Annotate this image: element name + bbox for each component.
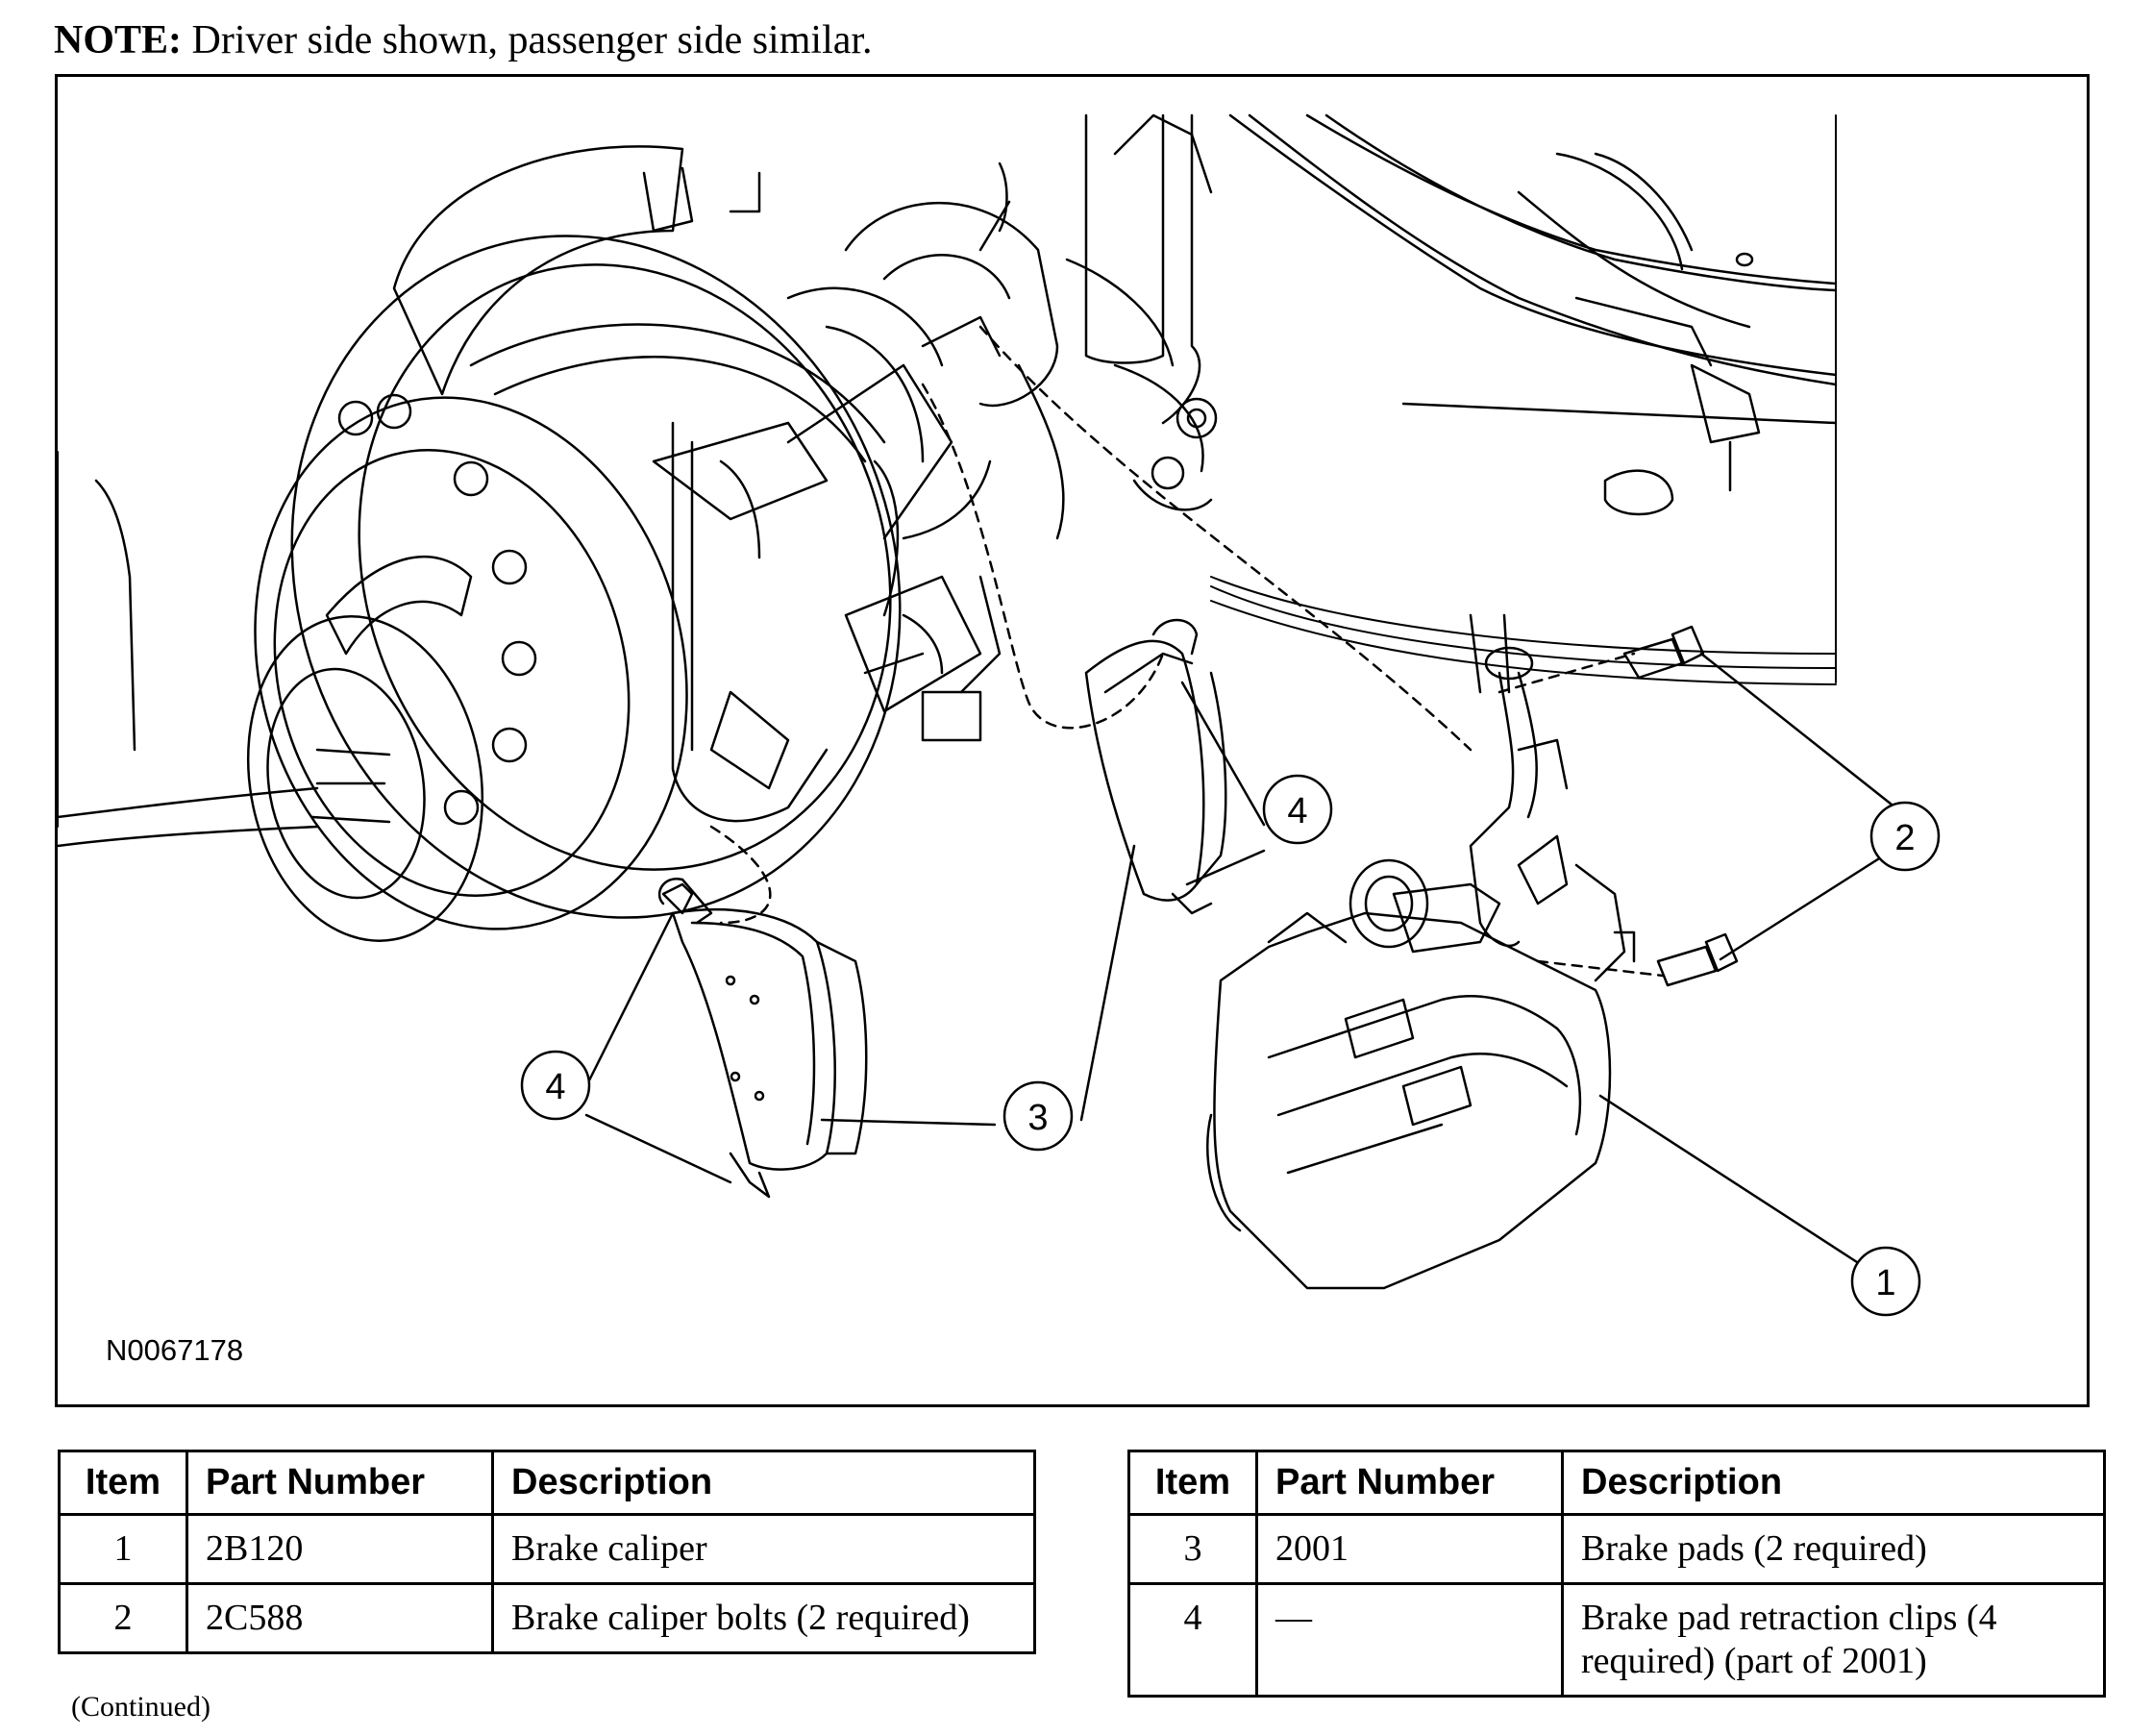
part-number-cell: 2C588 <box>186 1582 494 1654</box>
figure-id: N0067178 <box>106 1333 244 1367</box>
parts-table-right: Item Part Number Description 3 2001 Brak… <box>1127 1450 2106 1698</box>
installation-lines <box>709 325 1665 978</box>
callout-3-label: 3 <box>1027 1098 1048 1138</box>
item-cell: 3 <box>1127 1513 1258 1585</box>
outer-pad-drawing <box>1084 618 1227 915</box>
table-row: 3 2001 Brake pads (2 required) <box>1127 1513 2106 1585</box>
callout-4-left: 4 <box>520 1050 591 1121</box>
description-cell: Brake caliper <box>491 1513 1036 1585</box>
brake-assembly-illustration: 1 2 3 4 4 <box>58 113 1941 1317</box>
callout-4-right: 4 <box>1262 774 1333 845</box>
note-text: Driver side shown, passenger side simila… <box>191 18 873 62</box>
exploded-view-figure: 1 2 3 4 4 N0067178 <box>55 74 2090 1407</box>
note-label: NOTE: <box>54 18 183 62</box>
part-number-cell: 2001 <box>1255 1513 1564 1585</box>
header-description: Description <box>491 1450 1036 1516</box>
header-item: Item <box>58 1450 188 1516</box>
inner-pad-drawing <box>657 877 868 1199</box>
wheel-studs <box>310 393 537 826</box>
header-item: Item <box>1127 1450 1258 1516</box>
parts-table-left: Item Part Number Description 1 2B120 Bra… <box>58 1450 1036 1654</box>
callout-1: 1 <box>1850 1246 1921 1317</box>
table-header-row: Item Part Number Description <box>1127 1450 2106 1516</box>
caliper-bolts-drawing <box>1622 625 1739 987</box>
leader-lines <box>584 652 1907 1264</box>
header-description: Description <box>1561 1450 2106 1516</box>
callout-1-label: 1 <box>1875 1263 1895 1303</box>
callout-4-left-label: 4 <box>545 1067 565 1107</box>
suspension-frame-drawing <box>1084 113 1838 685</box>
description-cell: Brake pads (2 required) <box>1561 1513 2106 1585</box>
callout-2-label: 2 <box>1894 818 1915 858</box>
item-cell: 4 <box>1127 1582 1258 1698</box>
table-row: 1 2B120 Brake caliper <box>58 1513 1036 1585</box>
callout-4-right-label: 4 <box>1287 791 1307 831</box>
note-line: NOTE: Driver side shown, passenger side … <box>54 17 873 63</box>
header-part-number: Part Number <box>186 1450 494 1516</box>
description-cell: Brake pad retraction clips (4 required) … <box>1561 1582 2106 1698</box>
item-cell: 1 <box>58 1513 188 1585</box>
header-part-number: Part Number <box>1255 1450 1564 1516</box>
knuckle-bracket-drawing <box>642 113 1213 823</box>
item-cell: 2 <box>58 1582 188 1654</box>
callouts: 1 2 3 4 4 <box>520 774 1941 1317</box>
continued-note: (Continued) <box>71 1691 210 1723</box>
description-cell: Brake caliper bolts (2 required) <box>491 1582 1036 1654</box>
table-header-row: Item Part Number Description <box>58 1450 1036 1516</box>
rotor-hub-drawing <box>58 145 902 942</box>
table-row: 2 2C588 Brake caliper bolts (2 required) <box>58 1582 1036 1654</box>
callout-2: 2 <box>1869 801 1941 872</box>
caliper-drawing <box>1206 613 1636 1290</box>
part-number-cell: — <box>1255 1582 1564 1698</box>
callout-3: 3 <box>1002 1080 1074 1152</box>
table-row: 4 — Brake pad retraction clips (4 requir… <box>1127 1582 2106 1698</box>
part-number-cell: 2B120 <box>186 1513 494 1585</box>
